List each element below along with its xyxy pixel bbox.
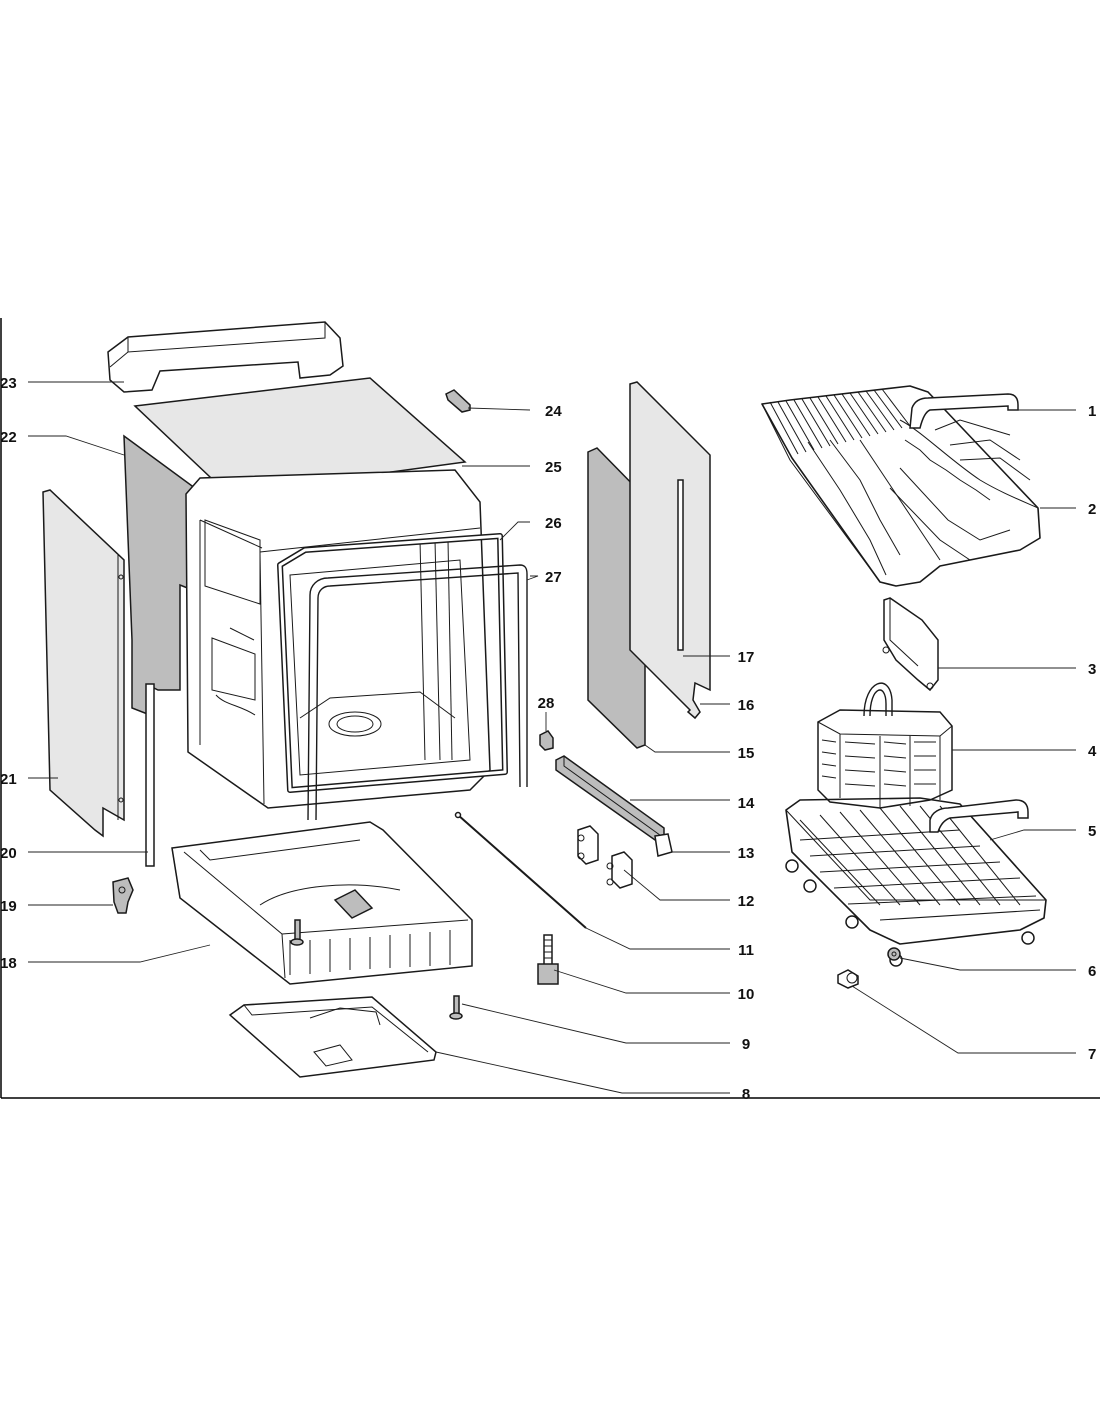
leader-lines xyxy=(28,381,1076,1094)
callout-10: 10 xyxy=(738,986,755,1003)
callout-20: 20 xyxy=(0,845,17,862)
leader-8 xyxy=(435,1051,730,1094)
wire-frame xyxy=(307,564,528,821)
callout-18: 18 xyxy=(0,955,17,972)
callout-28: 28 xyxy=(538,695,555,712)
leader-7 xyxy=(851,985,1076,1054)
basket-rail-bracket xyxy=(882,597,939,692)
callout-22: 22 xyxy=(0,429,17,446)
callout-17: 17 xyxy=(738,649,755,666)
leader-22 xyxy=(28,435,125,456)
hinge-brackets xyxy=(577,825,633,889)
callout-12: 12 xyxy=(738,893,755,910)
callout-14: 14 xyxy=(738,795,755,812)
top-insulation-sheet xyxy=(133,377,467,495)
leader-5 xyxy=(989,829,1076,841)
vertical-rod xyxy=(145,683,155,867)
callout-23: 23 xyxy=(0,375,17,392)
callout-26: 26 xyxy=(545,515,562,532)
callout-labels: 1 2 3 4 5 6 7 8 9 10 11 12 13 14 15 16 1… xyxy=(0,375,1097,1103)
top-cover-frame xyxy=(107,321,344,393)
base-plate xyxy=(228,996,437,1078)
callout-6: 6 xyxy=(1088,963,1096,980)
leader-6 xyxy=(899,957,1076,971)
upper-basket xyxy=(761,385,1041,587)
leader-26 xyxy=(499,521,530,541)
leader-10 xyxy=(553,969,730,994)
callout-13: 13 xyxy=(738,845,755,862)
callout-2: 2 xyxy=(1088,501,1096,518)
small-clip-part xyxy=(445,389,471,413)
callout-24: 24 xyxy=(545,403,562,420)
leader-18 xyxy=(28,944,211,963)
leader-27 xyxy=(526,575,539,581)
callout-1: 1 xyxy=(1088,403,1096,420)
callout-4: 4 xyxy=(1088,743,1097,760)
door-outer-panel xyxy=(629,381,711,720)
base-frame xyxy=(171,821,473,985)
diagonal-rod xyxy=(454,811,587,929)
side-panel-left xyxy=(42,489,125,838)
leader-15 xyxy=(644,744,730,753)
basket-wheel xyxy=(887,947,901,961)
callout-9: 9 xyxy=(742,1036,750,1053)
leader-24 xyxy=(467,407,531,411)
small-bracket xyxy=(539,730,554,751)
callout-19: 19 xyxy=(0,898,17,915)
callout-21: 21 xyxy=(0,771,17,788)
inlet-valve xyxy=(112,877,134,914)
adjustable-foot xyxy=(537,934,559,985)
leader-12 xyxy=(623,869,730,901)
leader-9 xyxy=(461,1003,730,1044)
end-cap xyxy=(654,833,673,857)
lower-basket xyxy=(785,797,1047,967)
callout-25: 25 xyxy=(545,459,562,476)
callout-5: 5 xyxy=(1088,823,1096,840)
callout-3: 3 xyxy=(1088,661,1096,678)
callout-7: 7 xyxy=(1088,1046,1096,1063)
cutlery-basket xyxy=(817,682,953,809)
door-bar xyxy=(555,755,665,841)
callout-15: 15 xyxy=(738,745,755,762)
callout-16: 16 xyxy=(738,697,755,714)
small-roller xyxy=(837,969,859,989)
leader-11 xyxy=(585,927,730,950)
tub-cabinet xyxy=(185,469,491,809)
door-seal xyxy=(277,533,508,793)
callout-11: 11 xyxy=(738,942,754,959)
callout-27: 27 xyxy=(545,569,562,586)
callout-8: 8 xyxy=(742,1086,750,1103)
